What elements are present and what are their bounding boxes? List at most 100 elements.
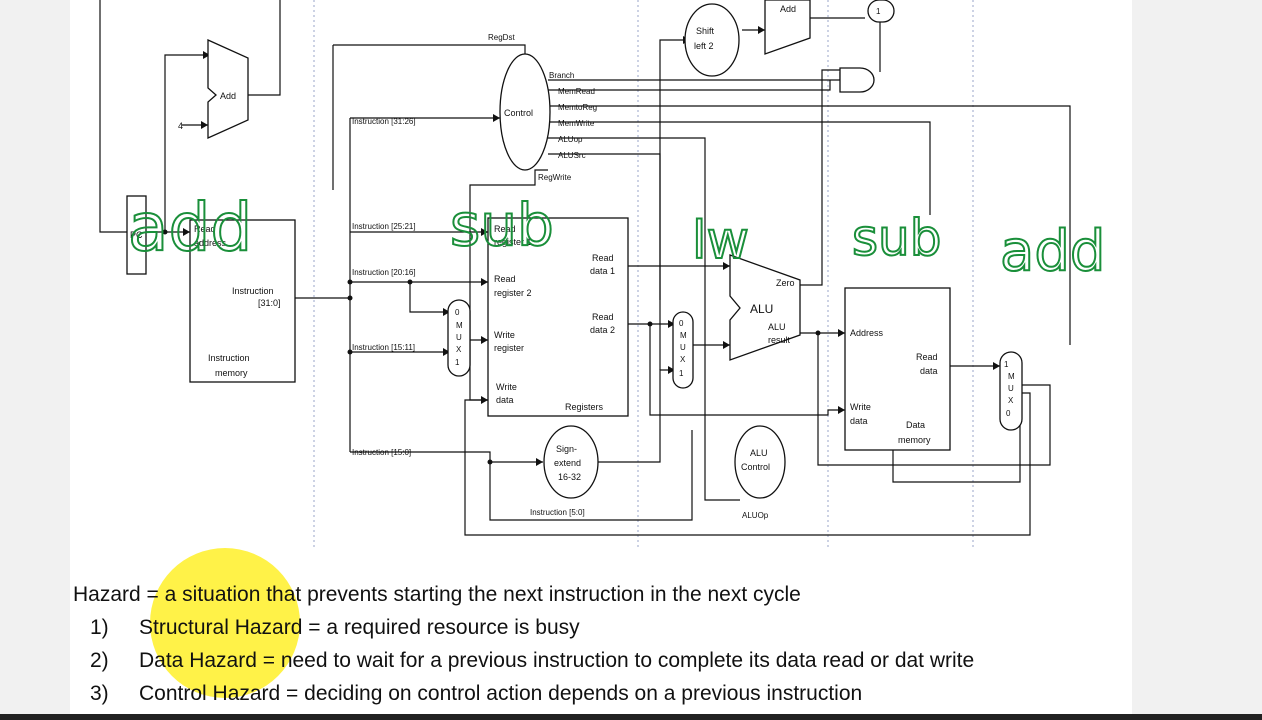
- hazard-notes: Hazard = a situation that prevents start…: [73, 578, 1153, 710]
- write-data-label-1: Write: [496, 382, 517, 392]
- list-item: 3) Control Hazard = deciding on control a…: [73, 677, 1153, 710]
- instr-20-16-label: Instruction [20:16]: [352, 268, 416, 277]
- list-number: 1): [90, 616, 109, 639]
- list-text: Data Hazard = need to wait for a previou…: [139, 649, 975, 672]
- alusrc-mux-x: X: [680, 355, 686, 364]
- instr-15-11-label: Instruction [15:11]: [352, 343, 415, 352]
- stage2-handwriting: sub: [450, 191, 554, 259]
- pc-adder: [207, 38, 249, 140]
- memtoreg-mux-m: M: [1008, 372, 1015, 381]
- pcsrc-mux-one: 1: [876, 7, 881, 16]
- alu-result-label-1: ALU: [768, 322, 786, 332]
- data-memory-label-2: memory: [898, 435, 931, 445]
- sign-extend-label-2: extend: [554, 458, 581, 468]
- read-data-2-label-2: data 2: [590, 325, 615, 335]
- instr-25-21-label: Instruction [25:21]: [352, 222, 416, 231]
- alu-control-label-1: ALU: [750, 448, 768, 458]
- memtoreg-mux-x: X: [1008, 396, 1014, 405]
- list-item: 1) Structural Hazard = a required resourc…: [73, 611, 1153, 644]
- left-margin: [0, 0, 70, 720]
- address-label: Address: [850, 328, 884, 338]
- dm-write-data-label-2: data: [850, 416, 868, 426]
- regdst-mux: [447, 299, 471, 377]
- definition-rest: that prevents starting the next instruct…: [260, 583, 801, 606]
- instruction-memory-label-1: Instruction: [208, 353, 250, 363]
- pc-register: [126, 195, 147, 275]
- memtoreg-mux: [999, 351, 1023, 431]
- adder-top-label: Add: [780, 4, 796, 14]
- shift-left-label-2: left 2: [694, 41, 714, 51]
- alusrc-label: ALUSrc: [558, 151, 586, 160]
- component-labels: Add 4 Shift left 2 Add RegDst Control Br…: [130, 4, 1015, 520]
- list-number: 3): [90, 682, 109, 705]
- hazard-definition: Hazard = a situation that prevents start…: [73, 578, 1153, 611]
- read-data-2-label-1: Read: [592, 312, 614, 322]
- sign-extend-unit: [543, 425, 599, 499]
- read-register-2-label-2: register 2: [494, 288, 532, 298]
- instr-5-0-label: Instruction [5:0]: [530, 508, 585, 517]
- instr-15-0-label: Instruction [15:0]: [352, 448, 411, 457]
- regdst-mux-zero: 0: [455, 308, 460, 317]
- alu: [729, 254, 801, 361]
- instruction-out-label-2: [31:0]: [258, 298, 281, 308]
- pc-label: PC: [130, 230, 143, 240]
- pcsrc-mux: [867, 0, 895, 23]
- regwrite-label: RegWrite: [538, 173, 572, 182]
- bottom-border: [0, 714, 1262, 720]
- write-register-label-1: Write: [494, 330, 515, 340]
- stage4-handwriting: sub: [852, 209, 941, 267]
- read-register-2-label-1: Read: [494, 274, 516, 284]
- list-text: Control Hazard = deciding on control act…: [139, 682, 863, 705]
- alu-control-label-2: Control: [741, 462, 770, 472]
- shift-left-unit: [684, 3, 740, 77]
- zero-label: Zero: [776, 278, 795, 288]
- memtoreg-label: MemtoReg: [558, 103, 597, 112]
- memread-label: MemRead: [558, 87, 595, 96]
- definition-term: Hazard =: [73, 583, 165, 606]
- read-register-1-label-2: register 1: [494, 237, 532, 247]
- add-label: Add: [220, 91, 236, 101]
- regdst-mux-x: X: [456, 345, 462, 354]
- right-margin: [1132, 0, 1262, 720]
- instruction-memory-box: [189, 219, 296, 383]
- data-memory-box: [844, 287, 951, 451]
- sign-extend-label-3: 16-32: [558, 472, 581, 482]
- read-data-1-label-2: data 1: [590, 266, 615, 276]
- regdst-label: RegDst: [488, 33, 515, 42]
- branch-label: Branch: [549, 71, 574, 80]
- four-label: 4: [178, 121, 183, 131]
- write-data-label-2: data: [496, 395, 514, 405]
- stage1-handwriting: add: [128, 189, 252, 266]
- handwritten-annotations: add sub lw sub add: [127, 188, 1106, 285]
- sign-extend-label-1: Sign-: [556, 444, 577, 454]
- memtoreg-mux-one: 1: [1004, 360, 1009, 369]
- alusrc-mux-u: U: [680, 343, 686, 352]
- instr-31-26-label: Instruction [31:26]: [352, 117, 416, 126]
- memtoreg-mux-zero: 0: [1006, 409, 1011, 418]
- memwrite-label: MemWrite: [558, 119, 595, 128]
- aluop-bottom-label: ALUOp: [742, 511, 769, 520]
- arrowheads: [162, 26, 1000, 466]
- stage3-handwriting: lw: [692, 211, 749, 271]
- write-register-label-2: register: [494, 343, 524, 353]
- alu-label: ALU: [750, 302, 773, 316]
- read-address-label-2: address: [194, 238, 227, 248]
- list-text: Structural Hazard = a required resource …: [139, 616, 580, 639]
- stage-dividers: [313, 0, 974, 550]
- control-label: Control: [504, 108, 533, 118]
- alusrc-mux-m: M: [680, 331, 687, 340]
- dm-read-data-label-2: data: [920, 366, 938, 376]
- data-memory-label-1: Data: [906, 420, 925, 430]
- registers-label: Registers: [565, 402, 604, 412]
- components: [126, 0, 1023, 499]
- read-register-1-label-1: Read: [494, 224, 516, 234]
- regdst-mux-one: 1: [455, 358, 460, 367]
- shift-left-label-1: Shift: [696, 26, 715, 36]
- alu-control-unit: [734, 425, 786, 499]
- read-address-label-1: Read: [194, 224, 216, 234]
- branch-adder: [764, 0, 811, 55]
- instruction-memory-label-2: memory: [215, 368, 248, 378]
- regdst-mux-m: M: [456, 321, 463, 330]
- memtoreg-mux-u: U: [1008, 384, 1014, 393]
